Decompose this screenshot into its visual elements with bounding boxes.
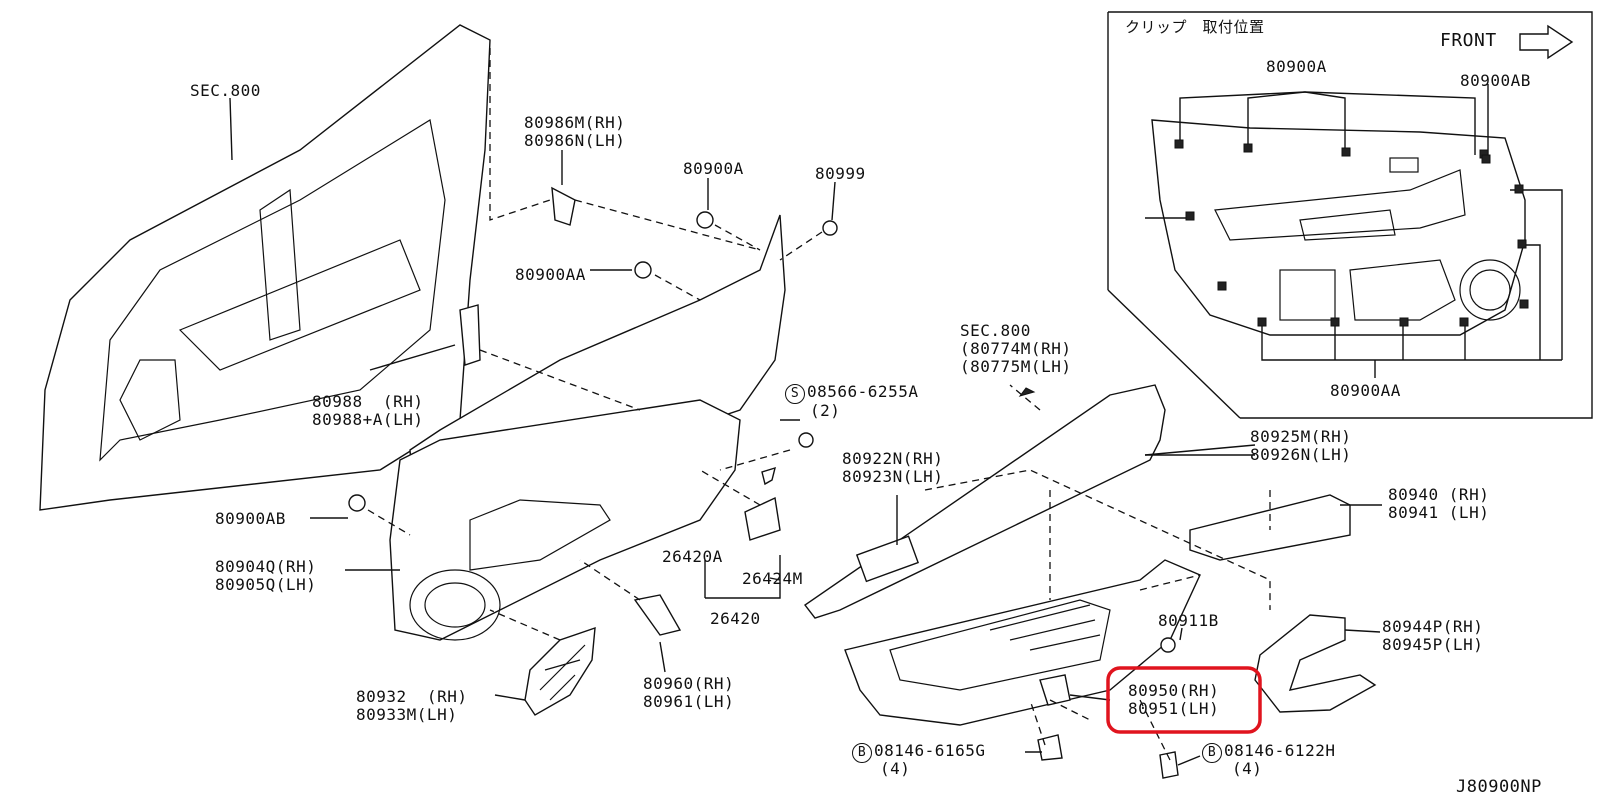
front-arrow-icon xyxy=(1519,24,1574,60)
label-80944: 80944P(RH) 80945P(LH) xyxy=(1382,617,1484,654)
diagram-id: J80900NP xyxy=(1456,777,1542,797)
inset-panel xyxy=(1151,119,1526,336)
bolt2-qty: (4) xyxy=(1232,759,1263,778)
speaker-grille xyxy=(524,626,596,716)
bolt-symbol-icon: B xyxy=(1202,743,1222,763)
bolt-symbol-icon: B xyxy=(852,743,872,763)
label-26424M: 26424M xyxy=(742,569,803,588)
inset-title: クリップ 取付位置 xyxy=(1125,18,1265,36)
inset-label-80900AA: 80900AA xyxy=(1330,381,1401,400)
label-80900A: 80900A xyxy=(683,159,744,178)
label-26420A: 26420A xyxy=(662,547,723,566)
door-trim-board xyxy=(389,399,741,641)
inset-label-80900A: 80900A xyxy=(1266,57,1327,76)
label-80922: 80922N(RH) 80923N(LH) xyxy=(842,449,944,486)
label-80986: 80986M(RH) 80986N(LH) xyxy=(524,113,626,150)
armrest-base xyxy=(844,559,1201,726)
screw-qty: (2) xyxy=(810,401,841,420)
screw-code: 08566-6255A xyxy=(807,382,919,401)
label-80900AB: 80900AB xyxy=(215,509,286,528)
label-80904: 80904Q(RH) 80905Q(LH) xyxy=(215,557,317,594)
label-80911B: 80911B xyxy=(1158,611,1219,630)
screw-symbol-icon: S xyxy=(785,384,805,404)
label-26420: 26420 xyxy=(710,609,761,628)
label-80950: 80950(RH) 80951(LH) xyxy=(1128,681,1220,718)
inset-frame xyxy=(1108,11,1593,419)
label-80960: 80960(RH) 80961(LH) xyxy=(643,674,735,711)
label-80900AA: 80900AA xyxy=(515,265,586,284)
bolt2-code: 08146-6122H xyxy=(1224,741,1336,760)
label-sec800-top: SEC.800 xyxy=(190,81,261,100)
label-80932: 80932 (RH) 80933M(LH) xyxy=(356,687,468,724)
front-label: FRONT xyxy=(1440,30,1497,51)
inset-label-80900AB: 80900AB xyxy=(1460,71,1531,90)
pull-handle xyxy=(1254,614,1377,713)
label-sec800-right: SEC.800 (80774M(RH) (80775M(LH) xyxy=(960,321,1072,376)
bolt1-qty: (4) xyxy=(880,759,911,778)
upper-trim-strip xyxy=(803,384,1166,619)
label-80999: 80999 xyxy=(815,164,866,183)
label-80940: 80940 (RH) 80941 (LH) xyxy=(1388,485,1490,522)
highlight-box xyxy=(1106,666,1262,734)
label-80988: 80988 (RH) 80988+A(LH) xyxy=(312,392,424,429)
bolt1-code: 08146-6165G xyxy=(874,741,986,760)
label-80925: 80925M(RH) 80926N(LH) xyxy=(1250,427,1352,464)
